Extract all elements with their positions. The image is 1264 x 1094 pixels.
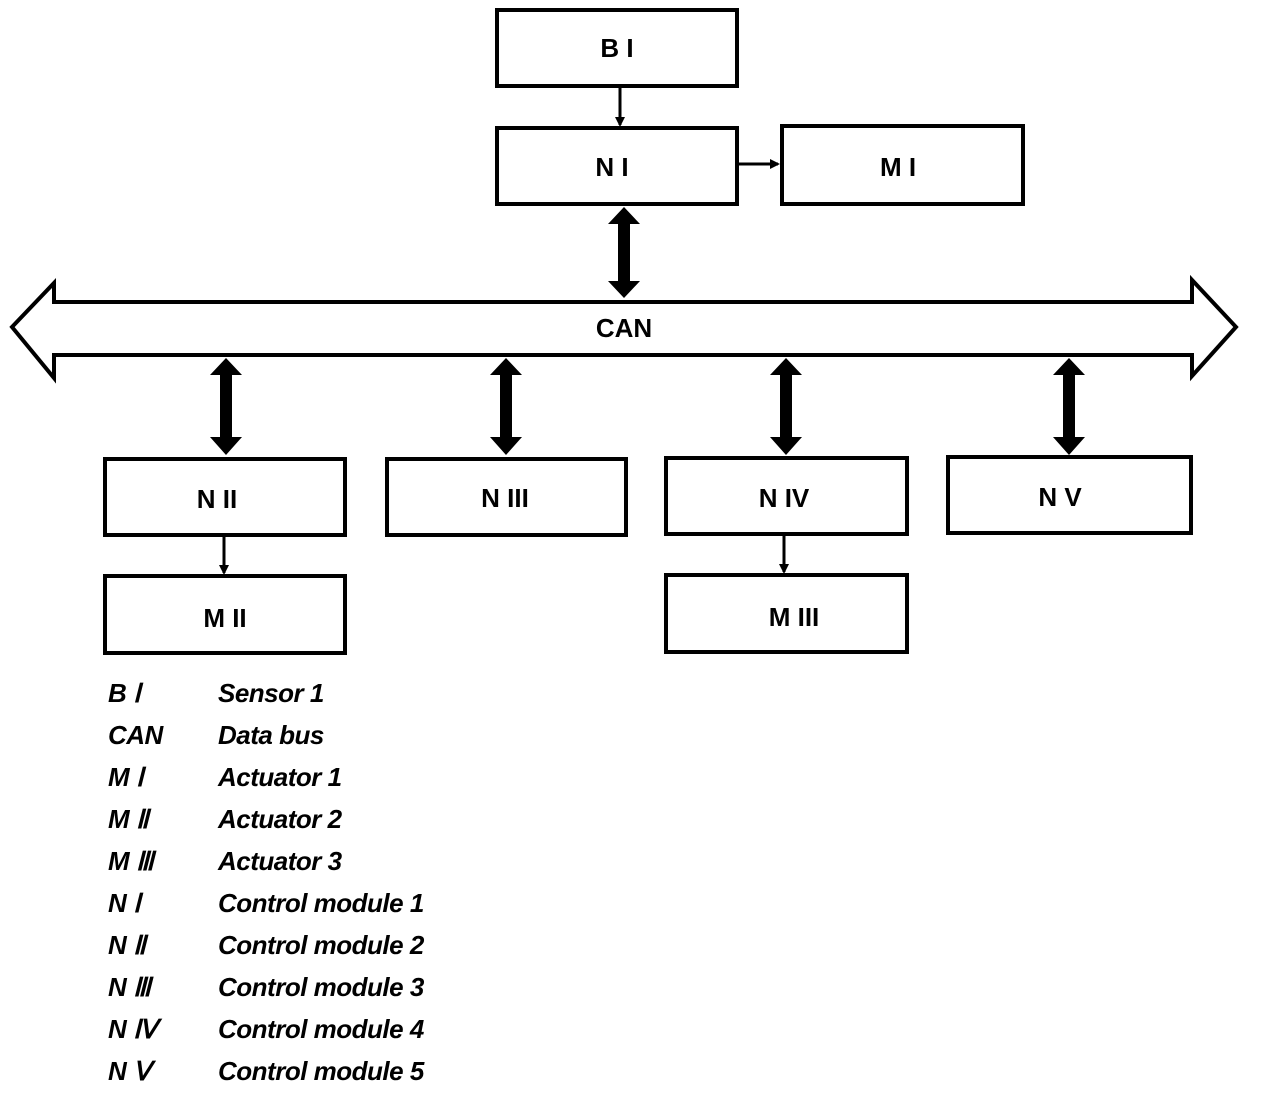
legend-desc: Actuator 1 (218, 761, 342, 792)
legend-row: B Ⅰ Sensor 1 (108, 672, 424, 714)
node-n1: N I (495, 126, 739, 206)
can-bus-label: CAN (596, 313, 652, 343)
node-m2: M II (103, 574, 347, 655)
node-m1: M I (780, 124, 1025, 206)
node-n3-label: N III (481, 483, 529, 513)
can-bus: CAN (9, 274, 1239, 384)
legend-key: N Ⅰ (108, 887, 141, 918)
legend-desc: Data bus (218, 719, 324, 750)
legend-desc: Control module 4 (218, 1013, 424, 1044)
node-m2-label: M II (203, 603, 246, 633)
link-bus-n4 (770, 358, 802, 455)
link-n1-bus (608, 207, 640, 298)
legend-row: N Ⅰ Control module 1 (108, 882, 424, 924)
legend-row: N Ⅱ Control module 2 (108, 924, 424, 966)
legend-key: N Ⅴ (108, 1055, 151, 1086)
legend: B Ⅰ Sensor 1 CAN Data bus M Ⅰ Actuator 1… (108, 672, 424, 1092)
node-n4: N IV (664, 456, 909, 536)
legend-desc: Actuator 3 (218, 845, 342, 876)
legend-row: N Ⅳ Control module 4 (108, 1008, 424, 1050)
legend-key: M Ⅱ (108, 803, 149, 834)
node-b1-label: B I (600, 33, 633, 63)
legend-key: B Ⅰ (108, 677, 141, 708)
node-n4-label: N IV (759, 483, 810, 513)
legend-desc: Control module 1 (218, 887, 424, 918)
node-n2-label: N II (197, 484, 237, 514)
node-m1-label: M I (880, 152, 916, 182)
node-m3: M III (664, 573, 909, 654)
link-bus-n5 (1053, 358, 1085, 455)
legend-desc: Actuator 2 (218, 803, 342, 834)
legend-row: N Ⅲ Control module 3 (108, 966, 424, 1008)
link-bus-n2 (210, 358, 242, 455)
legend-key: M Ⅲ (108, 845, 154, 876)
legend-desc: Control module 2 (218, 929, 424, 960)
legend-desc: Control module 3 (218, 971, 424, 1002)
legend-desc: Sensor 1 (218, 677, 324, 708)
node-n3: N III (385, 457, 628, 537)
node-b1: B I (495, 8, 739, 88)
node-n1-label: N I (595, 152, 628, 182)
legend-desc: Control module 5 (218, 1055, 424, 1086)
legend-key: N Ⅲ (108, 971, 151, 1002)
node-n2: N II (103, 457, 347, 537)
legend-key: M Ⅰ (108, 761, 144, 792)
node-n5-label: N V (1038, 482, 1082, 512)
node-n5: N V (946, 455, 1193, 535)
legend-row: M Ⅱ Actuator 2 (108, 798, 424, 840)
node-m3-label: M III (769, 602, 820, 632)
legend-row: CAN Data bus (108, 714, 424, 756)
legend-key: CAN (108, 719, 163, 750)
link-bus-n3 (490, 358, 522, 455)
legend-row: N Ⅴ Control module 5 (108, 1050, 424, 1092)
legend-key: N Ⅱ (108, 929, 146, 960)
legend-row: M Ⅰ Actuator 1 (108, 756, 424, 798)
legend-key: N Ⅳ (108, 1013, 157, 1044)
legend-row: M Ⅲ Actuator 3 (108, 840, 424, 882)
